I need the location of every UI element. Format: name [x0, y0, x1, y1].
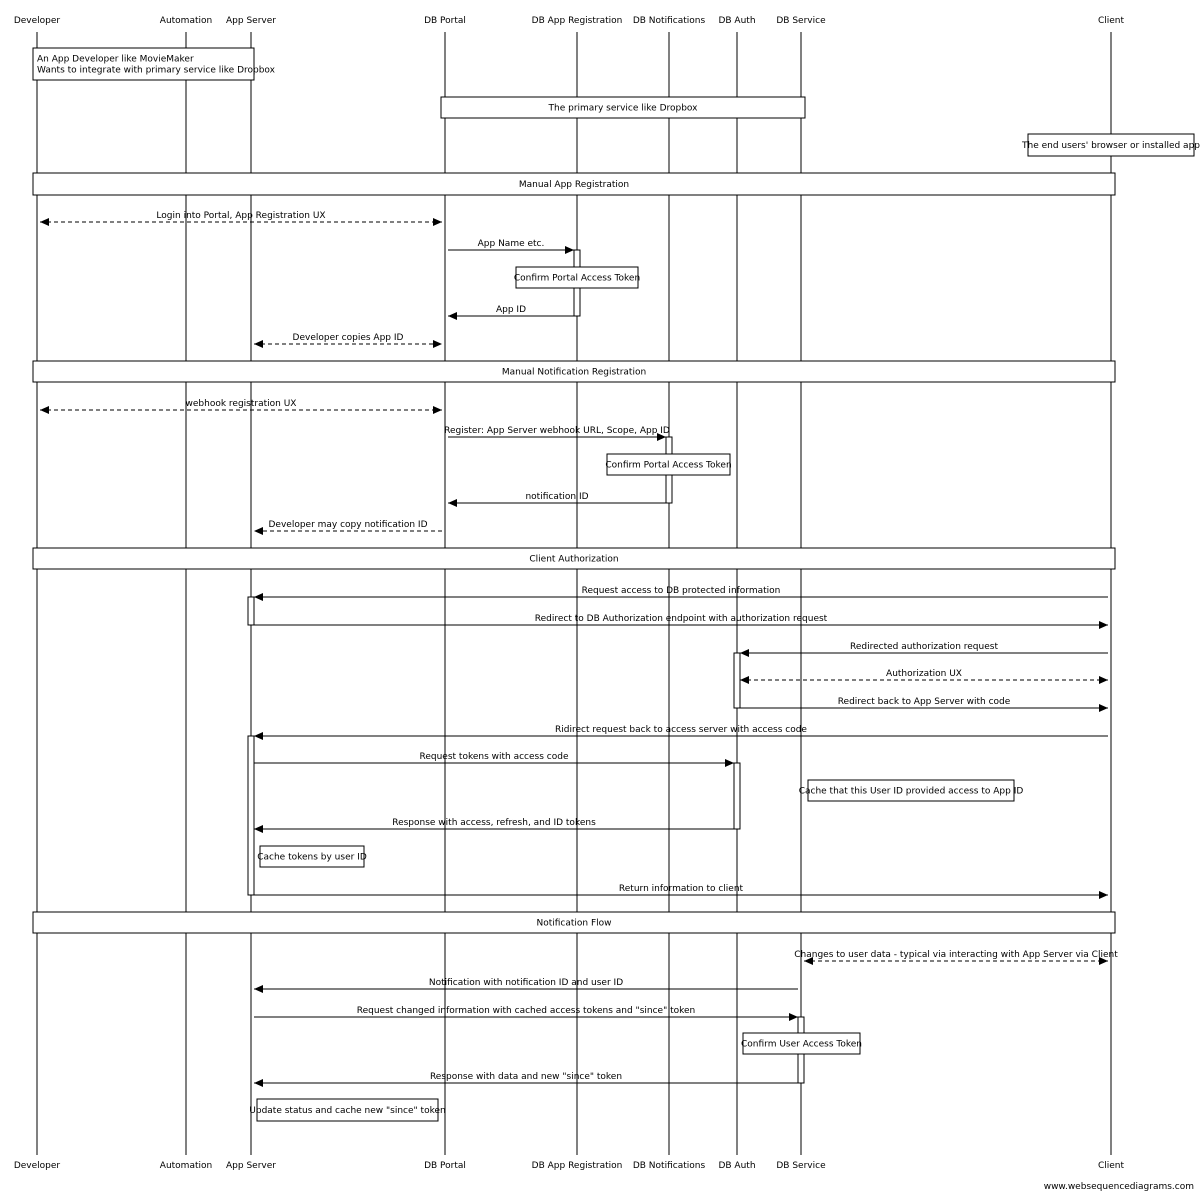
section-divider: [32, 911, 1116, 934]
note-box: [259, 845, 365, 868]
participant-label-top: DB Notifications: [633, 16, 706, 26]
note-box: [1027, 133, 1195, 157]
message-label: Ridirect request back to access server w…: [555, 725, 807, 735]
participant-label-bottom: DB App Registration: [532, 1161, 623, 1171]
participant-label-top: Developer: [14, 16, 61, 26]
note-text: An App Developer like MovieMaker: [37, 55, 194, 65]
participant-label-top: App Server: [226, 16, 276, 26]
participant-label-top: DB Portal: [424, 16, 466, 26]
note-text: The primary service like Dropbox: [548, 104, 699, 114]
message-label: Request access to DB protected informati…: [582, 586, 781, 596]
note-text: Confirm Portal Access Token: [605, 461, 731, 471]
note-box: [606, 453, 731, 476]
note-text: Confirm Portal Access Token: [514, 274, 640, 284]
message-label: Register: App Server webhook URL, Scope,…: [444, 426, 670, 436]
section-divider-label: Client Authorization: [529, 555, 618, 565]
participant-label-bottom: DB Auth: [718, 1161, 755, 1171]
message-label: Redirected authorization request: [850, 642, 998, 652]
message-label: Request changed information with cached …: [357, 1006, 695, 1016]
message-label: Return information to client: [619, 884, 744, 894]
section-divider-label: Manual Notification Registration: [502, 368, 646, 378]
message-label: App Name etc.: [478, 239, 545, 249]
message-label: Response with access, refresh, and ID to…: [392, 818, 596, 828]
section-divider: [32, 172, 1116, 196]
participant-label-bottom: DB Notifications: [633, 1161, 706, 1171]
note-text: The end users' browser or installed app: [1021, 141, 1200, 151]
message-label: Redirect back to App Server with code: [838, 697, 1011, 707]
note-text: Confirm User Access Token: [741, 1040, 862, 1050]
activation-bar: [247, 735, 255, 896]
participant-label-top: DB Auth: [718, 16, 755, 26]
message-label: Redirect to DB Authorization endpoint wi…: [535, 614, 828, 624]
activation-bar: [247, 596, 255, 626]
message-label: Request tokens with access code: [420, 752, 569, 762]
message-label: Login into Portal, App Registration UX: [156, 211, 325, 221]
note-box: [742, 1032, 861, 1055]
participant-label-top: Client: [1098, 16, 1125, 26]
watermark-link[interactable]: www.websequencediagrams.com: [1043, 1182, 1194, 1192]
section-divider: [32, 547, 1116, 570]
activation-bar: [733, 762, 741, 830]
note-box: [32, 47, 255, 81]
note-box: [515, 266, 639, 289]
message-label: webhook registration UX: [186, 399, 297, 409]
note-text: Wants to integrate with primary service …: [37, 66, 276, 76]
message-label: Developer may copy notification ID: [268, 520, 427, 530]
section-divider-label: Notification Flow: [536, 919, 611, 929]
participant-label-top: DB Service: [776, 16, 826, 26]
participant-label-bottom: App Server: [226, 1161, 276, 1171]
section-divider-label: Manual App Registration: [519, 180, 629, 190]
message-label: Changes to user data - typical via inter…: [794, 950, 1118, 960]
participant-label-top: Automation: [160, 16, 212, 26]
section-divider: [32, 360, 1116, 383]
message-label: Response with data and new "since" token: [430, 1072, 622, 1082]
message-label: Authorization UX: [886, 669, 962, 679]
message-label: App ID: [496, 305, 526, 315]
note-box: [807, 779, 1015, 802]
note-box: [256, 1098, 439, 1122]
participant-label-bottom: Developer: [14, 1161, 61, 1171]
participant-label-bottom: Client: [1098, 1161, 1125, 1171]
message-label: notification ID: [525, 492, 588, 502]
message-label: Developer copies App ID: [293, 333, 404, 343]
note-box: [440, 96, 806, 119]
message-label: Notification with notification ID and us…: [429, 978, 623, 988]
activation-bar: [733, 652, 741, 709]
participant-label-top: DB App Registration: [532, 16, 623, 26]
note-text: Update status and cache new "since" toke…: [249, 1106, 445, 1116]
participant-label-bottom: DB Portal: [424, 1161, 466, 1171]
participant-label-bottom: DB Service: [776, 1161, 826, 1171]
note-text: Cache that this User ID provided access …: [799, 787, 1024, 797]
participant-label-bottom: Automation: [160, 1161, 212, 1171]
note-text: Cache tokens by user ID: [257, 853, 367, 863]
